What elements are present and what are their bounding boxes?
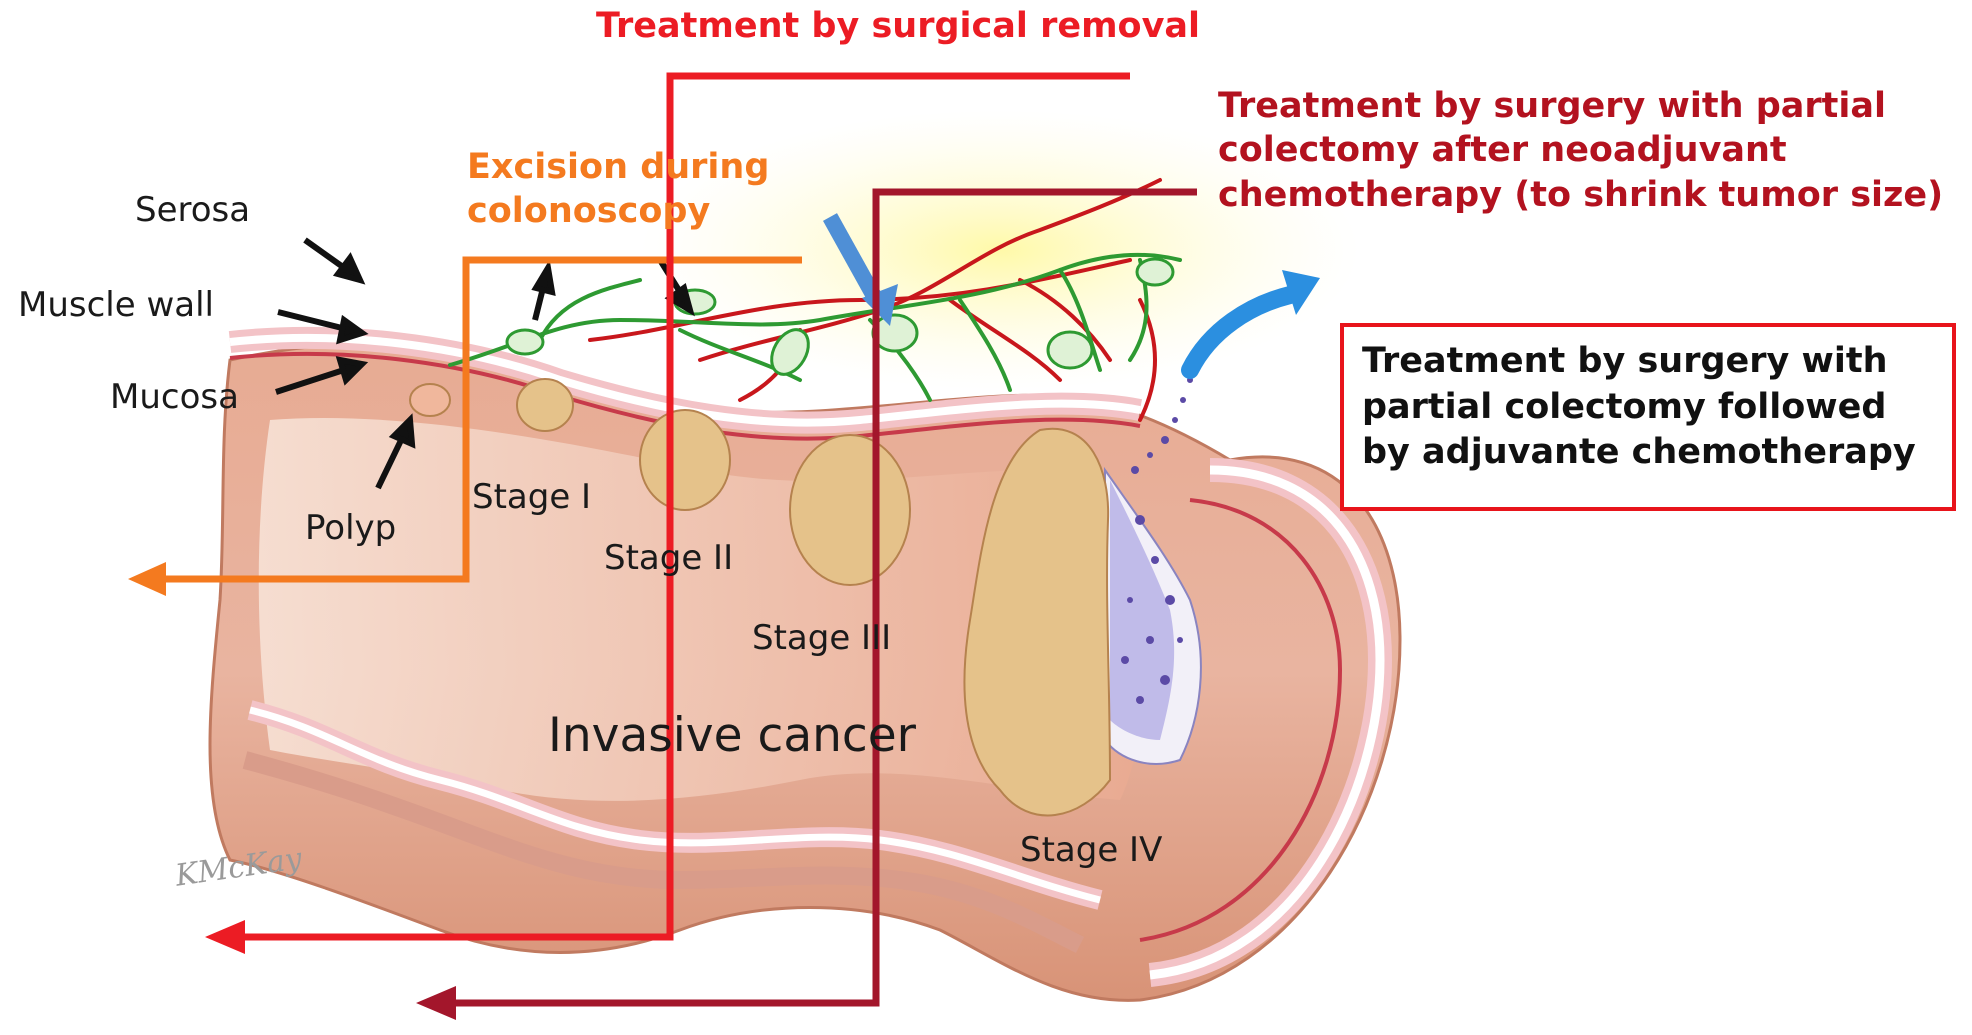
label-stage-1: Stage I [472, 477, 591, 517]
polyp [410, 384, 450, 416]
heading-neoadjuvant: Treatment by surgery with partial colect… [1218, 84, 1943, 217]
heading-neoadjuvant-line3: chemotherapy (to shrink tumor size) [1218, 173, 1943, 217]
label-polyp: Polyp [305, 508, 396, 548]
label-stage-3: Stage III [752, 618, 891, 658]
adjuvant-treatment-text: Treatment by surgery with partial colect… [1362, 339, 1916, 476]
surgical-removal-arrowhead [205, 920, 245, 954]
label-stage-2: Stage II [604, 538, 733, 578]
heading-excision-line1: Excision during [467, 145, 769, 189]
heading-neoadjuvant-line1: Treatment by surgery with partial [1218, 84, 1943, 128]
stage-2-tumor [640, 410, 730, 510]
colon-body [210, 338, 1400, 1000]
heading-surgical-removal: Treatment by surgical removal [596, 4, 1200, 48]
stage-3-tumor [790, 435, 910, 585]
heading-excision: Excision during colonoscopy [467, 145, 769, 234]
label-invasive-cancer: Invasive cancer [548, 708, 916, 763]
neoadjuvant-arrowhead [416, 986, 456, 1020]
adjuvant-treatment-box: Treatment by surgery with partial colect… [1340, 323, 1956, 511]
heading-neoadjuvant-line2: colectomy after neoadjuvant [1218, 128, 1943, 172]
label-mucosa: Mucosa [110, 377, 239, 417]
label-muscle-wall: Muscle wall [18, 285, 214, 325]
excision-arrowhead [128, 562, 166, 596]
label-serosa: Serosa [135, 190, 250, 230]
label-stage-4: Stage IV [1020, 830, 1162, 870]
heading-excision-line2: colonoscopy [467, 189, 769, 233]
stage-1-tumor [517, 379, 573, 431]
